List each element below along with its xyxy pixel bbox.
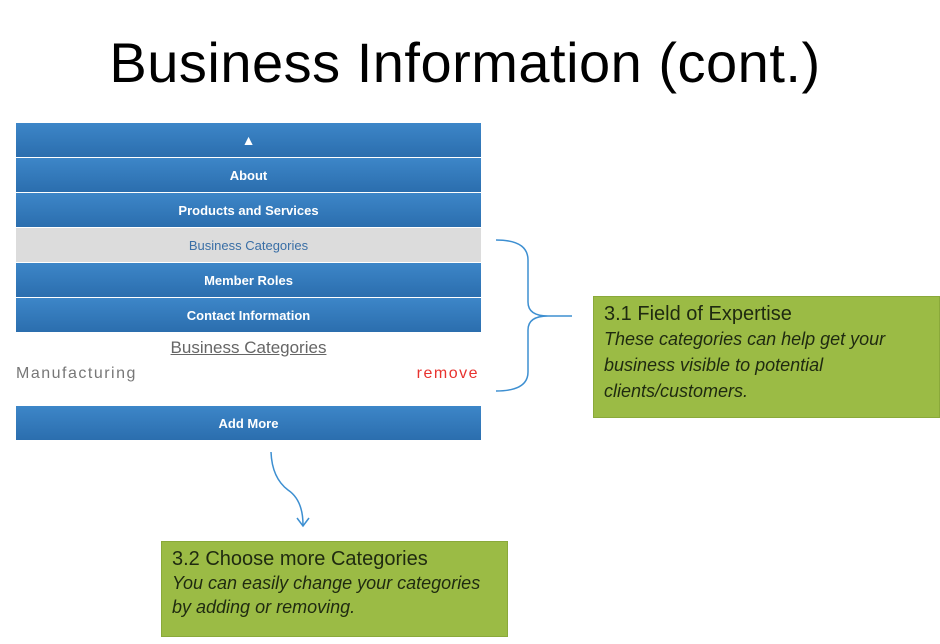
nav-item-member-roles[interactable]: Member Roles — [16, 263, 481, 297]
triangle-up-icon: ▲ — [241, 132, 256, 148]
nav-item-business-categories[interactable]: Business Categories — [16, 228, 481, 262]
nav-item-contact-information[interactable]: Contact Information — [16, 298, 481, 332]
callout-body: You can easily change your categories by… — [172, 573, 481, 617]
curly-brace-connector — [495, 239, 572, 392]
category-name: Manufacturing — [16, 365, 137, 382]
category-list-item: Manufacturing remove — [16, 363, 481, 385]
callout-choose-more-categories: 3.2 Choose more Categories You can easil… — [161, 541, 508, 637]
callout-title: 3.1 Field of Expertise — [604, 303, 792, 325]
callout-field-of-expertise: 3.1 Field of Expertise These categories … — [593, 296, 940, 418]
nav-item-about[interactable]: About — [16, 158, 481, 192]
slide-title: Business Information (cont.) — [109, 31, 821, 94]
callout-title: 3.2 Choose more Categories — [172, 548, 428, 570]
callout-body: These categories can help get your busin… — [604, 329, 886, 401]
add-more-button[interactable]: Add More — [16, 406, 481, 440]
profile-nav-panel: ▲ About Products and Services Business C… — [16, 123, 481, 385]
categories-section-heading: Business Categories — [170, 338, 327, 357]
remove-category-link[interactable]: remove — [416, 365, 479, 382]
curved-down-arrow-icon — [270, 451, 304, 526]
nav-item-products-and-services[interactable]: Products and Services — [16, 193, 481, 227]
collapse-up-button[interactable]: ▲ — [16, 123, 481, 157]
